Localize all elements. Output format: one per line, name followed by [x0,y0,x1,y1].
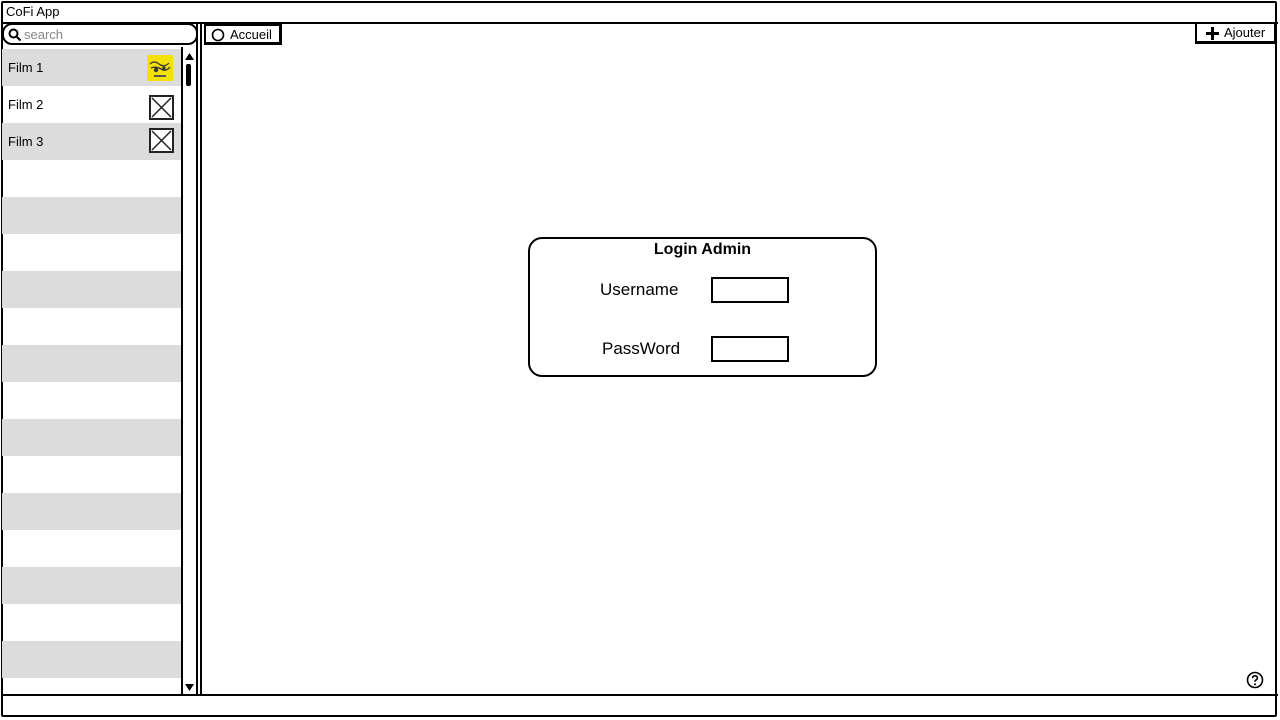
list-item [2,271,182,308]
scroll-thumb[interactable] [186,64,191,86]
list-item [2,234,182,271]
search-input[interactable] [24,25,192,43]
list-item-film-2[interactable]: Film 2 [2,86,182,123]
scroll-down-icon[interactable] [184,683,195,692]
tab-accueil[interactable]: Accueil [204,24,282,45]
plus-icon [1206,27,1219,40]
title-divider [2,22,1278,24]
window-title: CoFi App [6,4,60,19]
username-label: Username [600,280,679,299]
search-box[interactable] [2,23,198,45]
list-item [2,678,182,695]
list-item [2,197,182,234]
list-item [2,456,182,493]
list-scrollbar[interactable] [183,50,196,695]
list-item-label: Film 2 [8,97,44,112]
login-title: Login Admin [653,241,752,258]
password-label: PassWord [602,339,681,358]
list-item [2,419,182,456]
help-icon[interactable] [1246,671,1264,689]
list-item [2,604,182,641]
film-poster-thumbnail [147,55,173,81]
image-placeholder-icon [149,128,174,153]
list-item-label: Film 3 [8,134,44,149]
main-panel-border [200,23,202,695]
status-divider [2,694,1278,696]
image-placeholder-icon [149,95,174,120]
username-field[interactable] [711,277,789,303]
list-item-film-3[interactable]: Film 3 [2,123,182,160]
scroll-up-icon[interactable] [184,52,195,61]
list-item [2,641,182,678]
circle-icon [211,28,225,42]
list-item [2,382,182,419]
scroll-track[interactable] [183,50,196,695]
status-bar [2,696,1276,716]
search-icon [8,28,22,42]
login-panel: Login Admin Username PassWord [528,237,877,377]
sidebar-border [196,23,198,695]
tab-label: Accueil [230,27,272,42]
add-button[interactable]: Ajouter [1195,22,1277,44]
password-field[interactable] [711,336,789,362]
list-item [2,530,182,567]
list-item [2,160,182,197]
list-divider [181,47,183,695]
film-list: Film 1 Film 2 Film 3 [2,49,182,695]
list-item [2,493,182,530]
list-item-film-1[interactable]: Film 1 [2,49,182,86]
add-button-label: Ajouter [1224,25,1266,40]
list-item-label: Film 1 [8,60,44,75]
list-item [2,308,182,345]
list-item [2,567,182,604]
list-item [2,345,182,382]
